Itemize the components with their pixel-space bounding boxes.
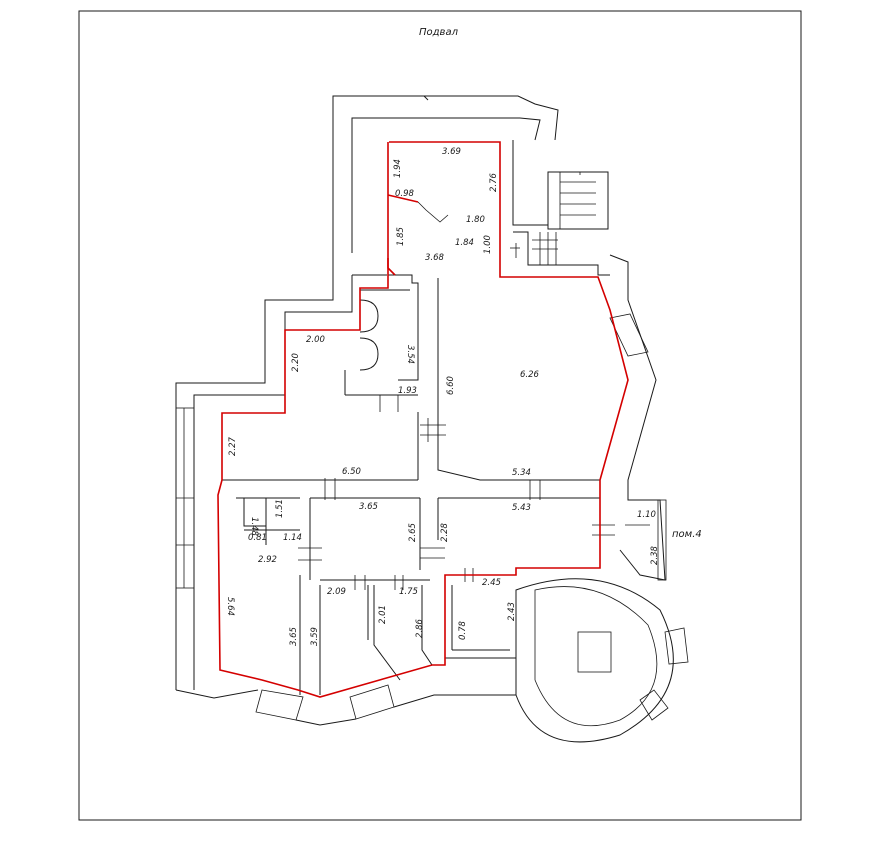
dim-label: 1.10 [637, 510, 656, 520]
dim-label: 1.00 [483, 235, 493, 254]
dim-label: 2.00 [306, 335, 325, 345]
dim-label: 0.78 [458, 620, 468, 640]
dim-label: 6.26 [520, 370, 540, 380]
dim-label: 2.38 [650, 545, 660, 565]
dim-label: 1.94 [393, 159, 403, 178]
dim-label: 2.28 [440, 522, 450, 542]
dim-label: 3.59 [310, 627, 320, 646]
dim-label: 1.80 [466, 215, 485, 225]
drawing-frame [78, 10, 802, 821]
dim-label: 6.60 [446, 376, 456, 395]
dim-label: 1.48 [249, 517, 259, 537]
dim-label: 3.54 [405, 345, 415, 364]
dim-label: 3.65 [359, 502, 378, 512]
dim-label: 2.27 [228, 436, 238, 456]
dim-label: 2.09 [327, 587, 346, 597]
room-label-4: пом.4 [672, 529, 702, 540]
dim-label: 2.01 [378, 605, 388, 624]
dim-label: 1.75 [399, 587, 418, 597]
dim-label: 1.51 [275, 499, 285, 518]
dim-label: 1.93 [398, 386, 417, 396]
dim-label: 2.86 [415, 618, 425, 638]
building-walls [175, 95, 689, 743]
dim-label: 3.68 [425, 253, 445, 263]
dim-label: 5.34 [512, 468, 531, 478]
dim-label: 2.43 [507, 602, 517, 621]
dim-label: 6.50 [342, 467, 361, 477]
dim-label: 2.92 [258, 555, 277, 565]
dim-label: 2.65 [408, 523, 418, 542]
dim-label: 1.85 [396, 227, 406, 246]
dimension-labels: 3.69 1.94 2.76 0.98 1.80 1.85 1.84 1.00 … [225, 147, 660, 646]
highlighted-area-outline [217, 141, 629, 698]
dim-label: 1.84 [455, 238, 474, 248]
plan-title: Подвал [419, 27, 459, 38]
dim-label: 2.45 [482, 578, 501, 588]
dim-label: 0.81 [248, 533, 267, 543]
dim-label: 5.64 [225, 597, 235, 616]
dim-label: 0.98 [395, 189, 415, 199]
dim-label: 2.76 [489, 172, 499, 192]
dim-label: 3.65 [289, 627, 299, 646]
dim-label: 3.69 [442, 147, 461, 157]
dim-label: 2.20 [291, 353, 301, 372]
dim-label: 1.14 [283, 533, 302, 543]
dim-label: 5.43 [512, 503, 531, 513]
